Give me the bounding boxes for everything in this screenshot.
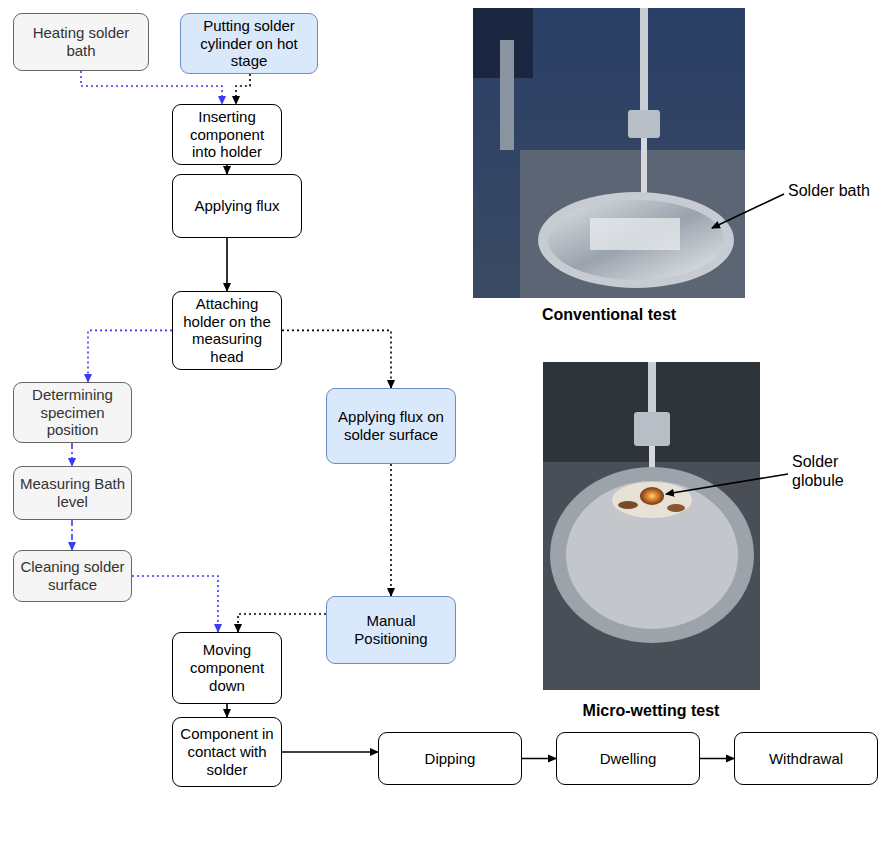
flow-arrow xyxy=(282,751,378,753)
step-text: Cleaning solder surface xyxy=(18,558,127,593)
flow-arrow xyxy=(226,238,228,291)
callout-label: Solder globule xyxy=(792,452,884,490)
text-group: Putting solder cylinder on hot stage xyxy=(185,17,313,70)
step-text: Withdrawal xyxy=(769,750,843,768)
process-box: Measuring Bath level xyxy=(13,466,132,520)
bath-reflection xyxy=(590,218,680,250)
flow-arrow xyxy=(71,520,73,550)
text-group: Moving component down xyxy=(177,641,277,694)
step-text: Inserting component into holder xyxy=(177,108,277,161)
flow-arrow xyxy=(700,758,734,760)
flow-arrow xyxy=(71,443,73,466)
micro-wetting-test-photo xyxy=(543,362,760,690)
solder-bath xyxy=(548,200,724,280)
text-group: Applying flux xyxy=(194,197,279,215)
step-text: Heating solder bath xyxy=(18,24,144,59)
text-group: Determining specimen position xyxy=(18,386,127,439)
process-box: Inserting component into holder xyxy=(172,104,282,165)
step-text: Component in contact with solder xyxy=(177,725,277,778)
flow-arrow xyxy=(81,71,222,104)
text-group: Component in contact with solder xyxy=(177,725,277,778)
photo-caption: Micro-wetting test xyxy=(520,701,782,720)
step-text: Measuring Bath level xyxy=(18,475,127,510)
flow-arrow xyxy=(282,330,391,388)
text-group: Cleaning solder surface xyxy=(18,558,127,593)
process-box: Heating solder bath xyxy=(13,13,149,71)
step-text: Dipping xyxy=(425,750,476,768)
flow-arrow xyxy=(226,704,228,717)
step-text: Putting solder cylinder on hot stage xyxy=(185,17,313,70)
conventional-test-photo xyxy=(473,8,745,298)
text-group: Withdrawal xyxy=(769,750,843,768)
flux-residue xyxy=(667,504,685,512)
process-box: Applying flux on solder surface xyxy=(326,388,456,464)
flow-arrow xyxy=(238,614,326,632)
callout-label: Solder bath xyxy=(788,181,883,200)
photo-background xyxy=(543,362,760,690)
text-group: Attaching holder on the measuring head xyxy=(177,295,277,366)
leader-line xyxy=(712,194,784,228)
measuring-head xyxy=(634,412,670,446)
hot-stage-ring xyxy=(550,467,754,643)
flow-arrow xyxy=(132,576,218,632)
process-box: Dipping xyxy=(378,732,522,785)
process-box: Putting solder cylinder on hot stage xyxy=(180,13,318,74)
flow-arrow xyxy=(88,330,172,382)
flow-arrow xyxy=(236,74,250,104)
step-text: Moving component down xyxy=(177,641,277,694)
process-box: Moving component down xyxy=(172,632,282,704)
photo-caption: Conventional test xyxy=(473,305,745,324)
bath-rim xyxy=(538,192,734,288)
photo-background xyxy=(473,8,745,298)
hot-stage-inner xyxy=(566,481,738,629)
flow-arrow xyxy=(390,464,392,596)
flux-residue xyxy=(618,501,638,509)
machine-arm xyxy=(500,40,514,150)
flow-arrow xyxy=(522,758,556,760)
text-group: Inserting component into holder xyxy=(177,108,277,161)
machine-deck xyxy=(520,150,745,298)
hot-plate xyxy=(612,482,692,518)
text-group: Dwelling xyxy=(600,750,657,768)
solder-globule xyxy=(640,487,664,505)
text-group: Heating solder bath xyxy=(18,24,144,59)
step-text: Dwelling xyxy=(600,750,657,768)
process-box: Attaching holder on the measuring head xyxy=(172,291,282,370)
process-box: Determining specimen position xyxy=(13,382,132,443)
step-text: Applying flux on solder surface xyxy=(331,408,451,443)
measuring-head xyxy=(628,110,660,138)
step-text: Manual Positioning xyxy=(331,612,451,647)
flow-arrow xyxy=(226,165,228,174)
process-box: Dwelling xyxy=(556,732,700,785)
process-box: Component in contact with solder xyxy=(172,717,282,787)
text-group: Dipping xyxy=(425,750,476,768)
step-text: Applying flux xyxy=(194,197,279,215)
leader-line xyxy=(666,474,788,494)
step-text: Attaching holder on the measuring head xyxy=(177,295,277,366)
process-box: Manual Positioning xyxy=(326,596,456,664)
process-box: Applying flux xyxy=(172,174,302,238)
step-text: Determining specimen position xyxy=(18,386,127,439)
process-box: Withdrawal xyxy=(734,732,878,785)
process-box: Cleaning solder surface xyxy=(13,550,132,602)
text-group: Measuring Bath level xyxy=(18,475,127,510)
text-group: Applying flux on solder surface xyxy=(331,408,451,443)
text-group: Manual Positioning xyxy=(331,612,451,647)
